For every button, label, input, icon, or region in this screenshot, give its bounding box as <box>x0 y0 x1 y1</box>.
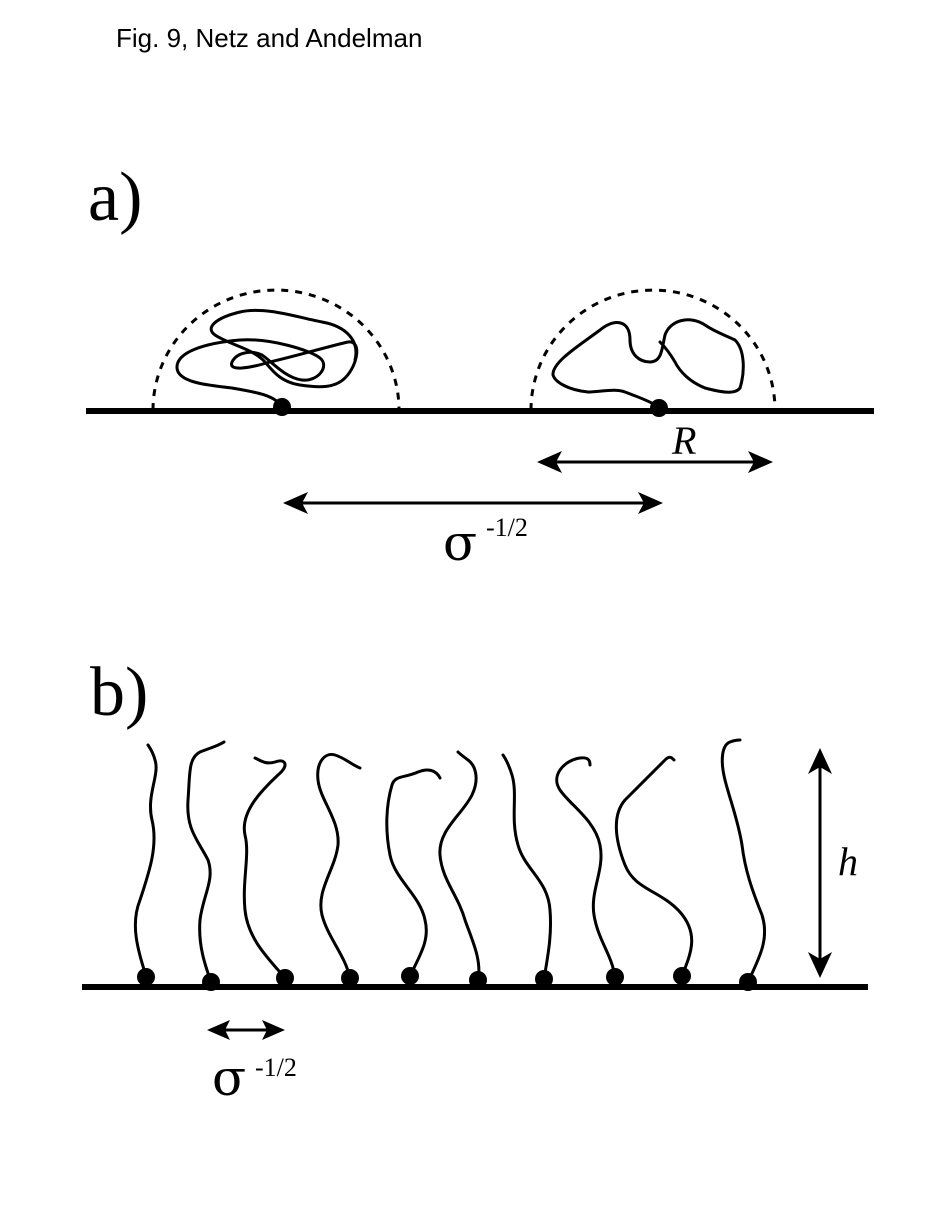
brush-chains <box>133 738 767 984</box>
panel-b-sigma-symbol: σ <box>212 1049 246 1107</box>
anchor-point <box>401 967 419 985</box>
panel-a-spacing-arrowhead-right <box>638 492 663 514</box>
brush-anchors <box>137 967 757 991</box>
anchor-point <box>137 968 155 986</box>
panel-b-label: b) <box>90 654 148 731</box>
panel-b-spacing-arrowhead-right <box>262 1020 285 1040</box>
anchor-point <box>739 973 757 991</box>
brush-chain <box>614 755 694 978</box>
panel-b-sigma-exponent: -1/2 <box>255 1053 297 1082</box>
panel-a-left-coil <box>175 308 359 409</box>
anchor-point <box>341 969 359 987</box>
anchor-point <box>202 973 220 991</box>
panel-a-right-anchor <box>650 399 668 417</box>
panel-a-left-anchor <box>273 398 291 416</box>
brush-chain <box>316 752 362 980</box>
r-arrowhead-left <box>537 451 562 473</box>
anchor-point <box>469 971 487 989</box>
anchor-point <box>606 968 624 986</box>
panel-a-right-coil <box>551 318 745 409</box>
anchor-point <box>673 967 691 985</box>
h-arrowhead-bottom <box>808 952 832 978</box>
r-label: R <box>671 418 696 463</box>
panel-a-spacing-arrowhead-left <box>283 492 308 514</box>
anchor-point <box>535 970 553 988</box>
brush-chain <box>133 743 158 978</box>
brush-chain <box>501 753 553 981</box>
panel-b-spacing-arrowhead-left <box>207 1020 230 1040</box>
panel-a-label: a) <box>88 159 142 236</box>
panel-a-sigma-symbol: σ <box>443 514 477 572</box>
brush-chain <box>555 756 617 979</box>
figure-caption: Fig. 9, Netz and Andelman <box>116 23 422 53</box>
r-arrowhead-right <box>748 451 773 473</box>
brush-chain <box>720 738 767 984</box>
h-label: h <box>838 839 858 884</box>
panel-a-left-coil-envelope <box>151 288 401 411</box>
h-arrowhead-top <box>808 748 832 774</box>
anchor-point <box>276 969 294 987</box>
brush-chain <box>385 768 442 978</box>
brush-chain <box>438 750 481 982</box>
brush-chain <box>186 740 226 984</box>
brush-chain <box>242 756 287 980</box>
panel-a-right-coil-envelope <box>529 288 777 411</box>
panel-a-sigma-exponent: -1/2 <box>486 513 528 542</box>
